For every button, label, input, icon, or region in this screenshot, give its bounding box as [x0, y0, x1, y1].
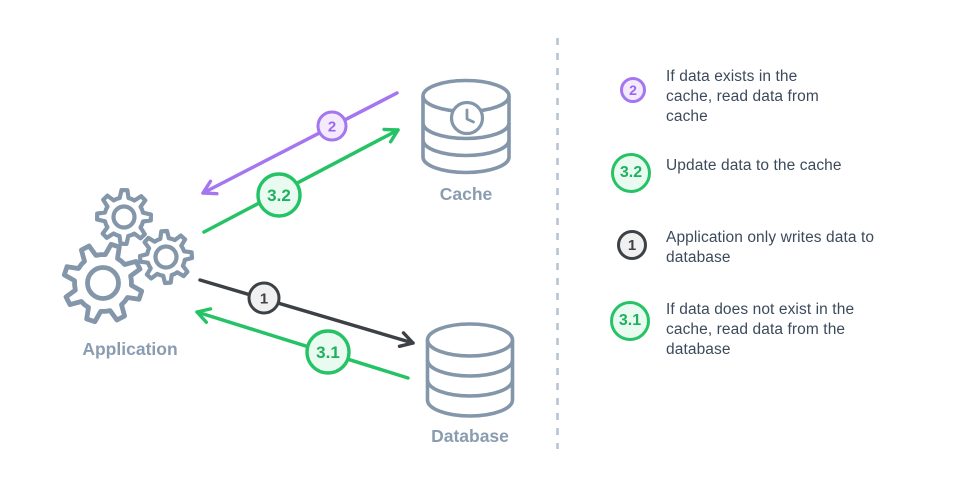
svg-text:3.1: 3.1 [316, 343, 340, 362]
application-label: Application [82, 339, 177, 359]
legend-badge-3-1: 3.1 [610, 301, 650, 341]
database-label: Database [431, 426, 509, 446]
svg-text:3.2: 3.2 [267, 186, 291, 205]
arrow-database-to-application [195, 307, 410, 380]
badge-1: 1 [247, 281, 281, 315]
arrow-application-to-database [198, 278, 415, 349]
legend-badge-2: 2 [620, 77, 646, 103]
cache-label: Cache [440, 184, 493, 204]
arrow-application-to-cache [202, 127, 400, 234]
legend-text-update-cache: Update data to the cache [666, 157, 842, 174]
legend-text-write-database: Application only writes data to database [666, 229, 875, 266]
badge-3-2: 3.2 [256, 172, 302, 218]
badge-3-1: 3.1 [305, 329, 351, 375]
arrow-cache-to-application [201, 91, 399, 196]
legend-text-read-cache: If data exists in the cache, read data f… [666, 68, 819, 125]
svg-text:1: 1 [260, 290, 268, 307]
legend-badge-3-2: 3.2 [611, 153, 651, 193]
gears-icon [61, 188, 195, 325]
svg-text:2: 2 [328, 118, 336, 135]
legend-text-read-database: If data does not exist in the cache, rea… [666, 301, 855, 358]
clock-icon [449, 100, 485, 136]
badge-2: 2 [316, 110, 348, 142]
legend-badge-1: 1 [617, 230, 647, 260]
database-icon [425, 322, 515, 418]
